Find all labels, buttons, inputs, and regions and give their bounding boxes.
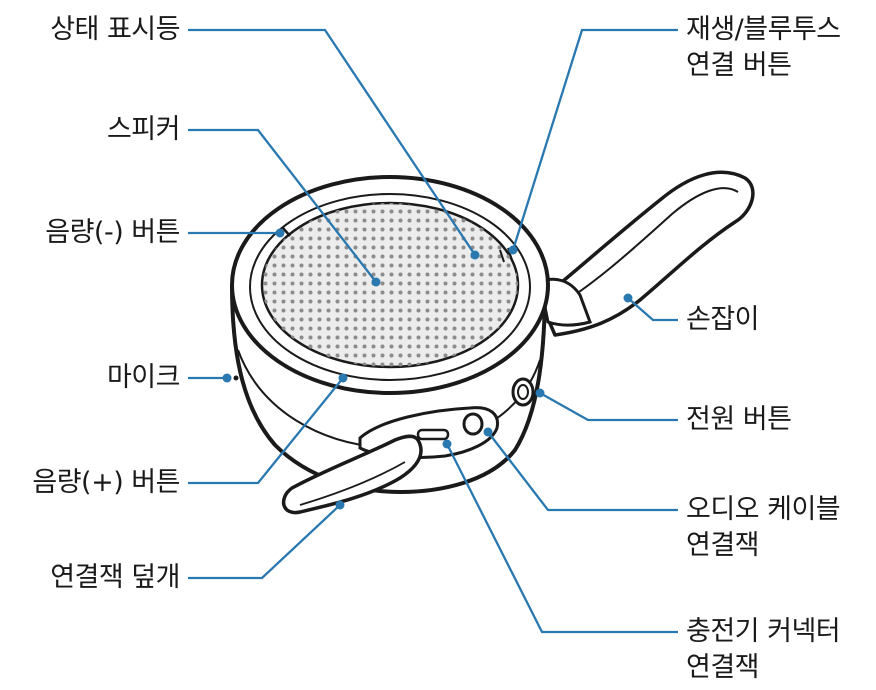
label-handle: 손잡이 — [686, 304, 760, 335]
leader-charger — [445, 443, 678, 634]
leader-audio-jack — [487, 431, 678, 512]
port-cover-flap — [281, 434, 423, 515]
label-status-led: 상태 표시등 — [50, 14, 180, 45]
leader-power — [539, 391, 678, 422]
leader-speaker — [188, 128, 377, 283]
label-microphone: 마이크 — [106, 362, 181, 393]
label-volume-up: 음량(+) 버튼 — [32, 467, 180, 498]
leader-play-bt — [511, 28, 678, 251]
label-play-bt: 재생/블루투스 연결 버튼 — [686, 14, 841, 81]
leader-dots — [222, 228, 633, 510]
leader-handle — [627, 297, 678, 322]
label-power: 전원 버튼 — [686, 404, 792, 435]
label-speaker: 스피커 — [106, 114, 181, 145]
label-charger: 충전기 커넥터 연결잭 — [686, 616, 841, 683]
leader-volume-up — [188, 377, 344, 485]
speaker-grille — [260, 201, 520, 369]
leader-lines — [188, 28, 678, 634]
leader-port-cover — [188, 504, 341, 580]
handle-strap — [538, 170, 755, 337]
label-audio-jack: 오디오 케이블 연결잭 — [686, 494, 841, 561]
label-port-cover: 연결잭 덮개 — [50, 562, 180, 593]
label-volume-down: 음량(-) 버튼 — [45, 217, 180, 248]
leader-status-led — [188, 28, 476, 256]
